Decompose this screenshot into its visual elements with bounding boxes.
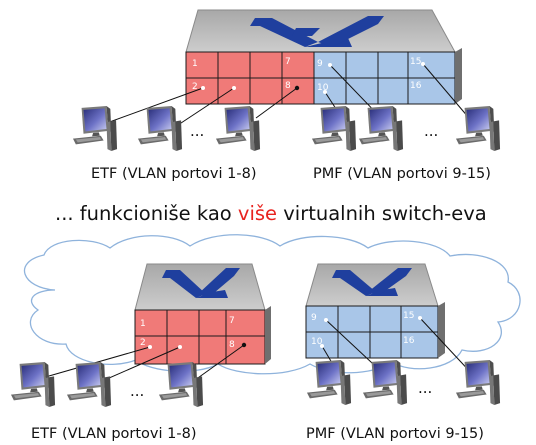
- computer-icon: [311, 106, 357, 152]
- bottom-pmf-switch-lid: [305, 263, 439, 307]
- top-pmf-caption: PMF (VLAN portovi 9-15): [313, 166, 491, 182]
- bottom-port-label-9: 9: [311, 313, 317, 323]
- bottom-port-label-15: 15: [403, 311, 414, 321]
- bottom-port-label-16: 16: [403, 336, 415, 346]
- computer-icon: [306, 360, 352, 406]
- computer-icon: [455, 360, 501, 406]
- bottom-etf-caption: ETF (VLAN portovi 1-8): [31, 426, 196, 442]
- computer-icon: [137, 106, 183, 152]
- computer-icon: [10, 362, 56, 408]
- top-port-label-15: 15: [410, 57, 421, 67]
- bottom-pmf-switch: 9 10 15 16: [305, 263, 445, 359]
- bottom-port-label-1: 1: [140, 319, 146, 329]
- top-etf-computers: [72, 106, 261, 152]
- top-port-label-2: 2: [192, 82, 198, 92]
- bottom-etf-switch-lid: [134, 263, 266, 311]
- top-etf-ellipsis: ...: [190, 122, 204, 140]
- computer-icon: [455, 106, 501, 152]
- top-etf-caption: ETF (VLAN portovi 1-8): [91, 166, 256, 182]
- top-switch: 1 2 7 8 9 10 15 16: [185, 9, 462, 105]
- computer-icon: [358, 106, 404, 152]
- top-port-label-10: 10: [317, 83, 329, 93]
- bottom-pmf-ellipsis: ...: [418, 379, 432, 397]
- bottom-etf-switch: 1 2 7 8: [134, 263, 271, 365]
- top-cables: [103, 63, 470, 128]
- top-port-label-1: 1: [192, 59, 198, 69]
- bottom-etf-computers: [10, 362, 204, 408]
- computer-icon: [215, 106, 261, 152]
- top-port-dots: [201, 62, 425, 94]
- top-pmf-computers: [311, 106, 501, 152]
- top-pmf-ellipsis: ...: [424, 122, 438, 140]
- bottom-port-label-10: 10: [311, 337, 323, 347]
- headline-highlight: više: [238, 202, 277, 225]
- switch-arrows-icon: [332, 268, 412, 296]
- switch-arrows-icon: [250, 16, 384, 47]
- bottom-port-dots: [148, 316, 422, 349]
- headline: ... funkcioniše kao više virtualnih swit…: [55, 202, 487, 225]
- computer-icon: [72, 106, 118, 152]
- bottom-port-label-7: 7: [229, 316, 235, 326]
- cloud-shape: [23, 234, 521, 375]
- bottom-port-label-8: 8: [229, 340, 235, 350]
- bottom-etf-port-block: [134, 309, 266, 365]
- bottom-etf-ellipsis: ...: [130, 382, 144, 400]
- headline-suffix: virtualnih switch-eva: [277, 202, 487, 225]
- top-port-label-16: 16: [410, 81, 422, 91]
- bottom-pmf-caption: PMF (VLAN portovi 9-15): [306, 426, 484, 442]
- bottom-port-label-2: 2: [140, 338, 146, 348]
- switch-arrows-icon: [162, 268, 240, 298]
- headline-prefix: ... funkcioniše kao: [55, 202, 238, 225]
- top-port-label-7: 7: [285, 57, 291, 67]
- top-port-label-9: 9: [317, 59, 323, 69]
- top-port-label-8: 8: [285, 81, 291, 91]
